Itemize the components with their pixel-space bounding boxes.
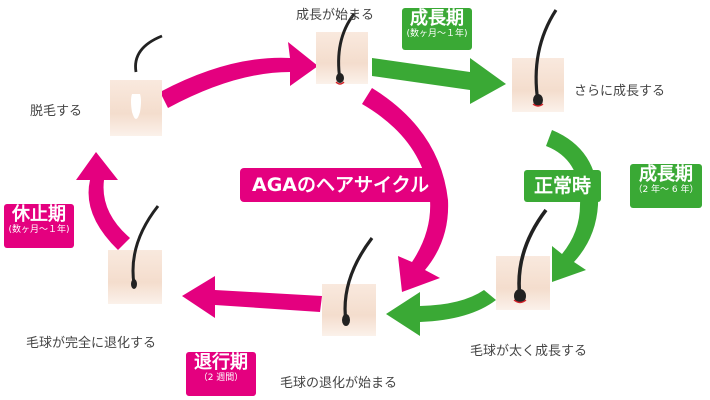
aga-cycle-arrows [76, 42, 449, 318]
follicle-regress-start [322, 237, 376, 336]
arrow-shed-to-start [160, 42, 318, 108]
aga-cycle-title: AGAのヘアサイクル [240, 168, 442, 202]
label-regress-start: 毛球の退化が始まる [280, 376, 398, 391]
badge-growth-short: 成長期 (数ヶ月〜１年) [402, 8, 472, 50]
badge-growth-normal: 成長期 （2 年〜 6 年） [630, 164, 702, 208]
follicle-start [316, 13, 368, 85]
follicle-thick [496, 208, 550, 310]
arrow-start-to-regress [362, 88, 449, 292]
badge-rest: 休止期 (数ヶ月〜１年) [4, 204, 74, 248]
follicle-regress-full [108, 205, 162, 304]
arrow-thick-to-regress [386, 290, 496, 336]
arrow-regress-to-full [182, 276, 322, 318]
label-thick-growth: 毛球が太く成長する [470, 344, 588, 359]
label-shed: 脱毛する [30, 104, 83, 119]
normal-cycle-label: 正常時 [524, 170, 602, 202]
normal-cycle-arrows [372, 58, 599, 336]
label-further-growth: さらに成長する [574, 84, 666, 99]
arrow-start-to-further [372, 58, 506, 104]
label-growth-start: 成長が始まる [296, 8, 375, 23]
label-regress-full: 毛球が完全に退化する [26, 336, 157, 351]
arrow-further-to-thick [546, 130, 599, 282]
follicle-further [512, 9, 564, 112]
arrow-full-to-shed [76, 152, 130, 250]
follicle-shed [110, 34, 163, 136]
badge-regression: 退行期 （2 週間） [186, 352, 256, 396]
